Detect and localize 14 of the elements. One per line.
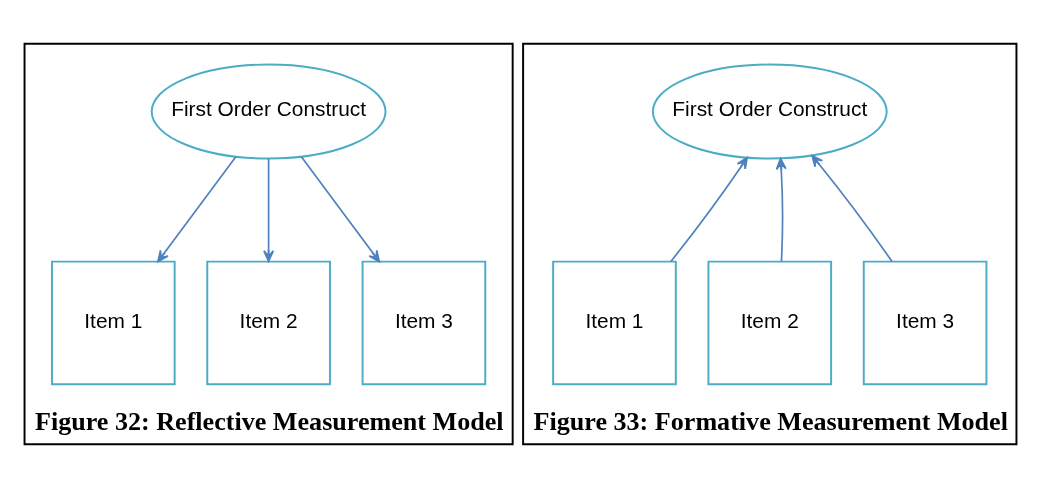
node-box: Item 2 [206, 260, 331, 386]
node-ellipse: First Order Construct [150, 63, 387, 160]
node-box: Item 3 [361, 260, 487, 386]
arrow [157, 156, 237, 263]
node-ellipse: First Order Construct [651, 63, 888, 160]
arrow [263, 157, 275, 263]
node-box: Item 1 [51, 260, 176, 386]
node-box: Item 3 [862, 260, 988, 386]
node-box: Item 2 [707, 260, 833, 386]
arrow [670, 156, 748, 263]
arrow [811, 154, 893, 263]
arrow [300, 156, 381, 263]
arrow [775, 157, 787, 263]
node-box: Item 1 [552, 260, 677, 386]
